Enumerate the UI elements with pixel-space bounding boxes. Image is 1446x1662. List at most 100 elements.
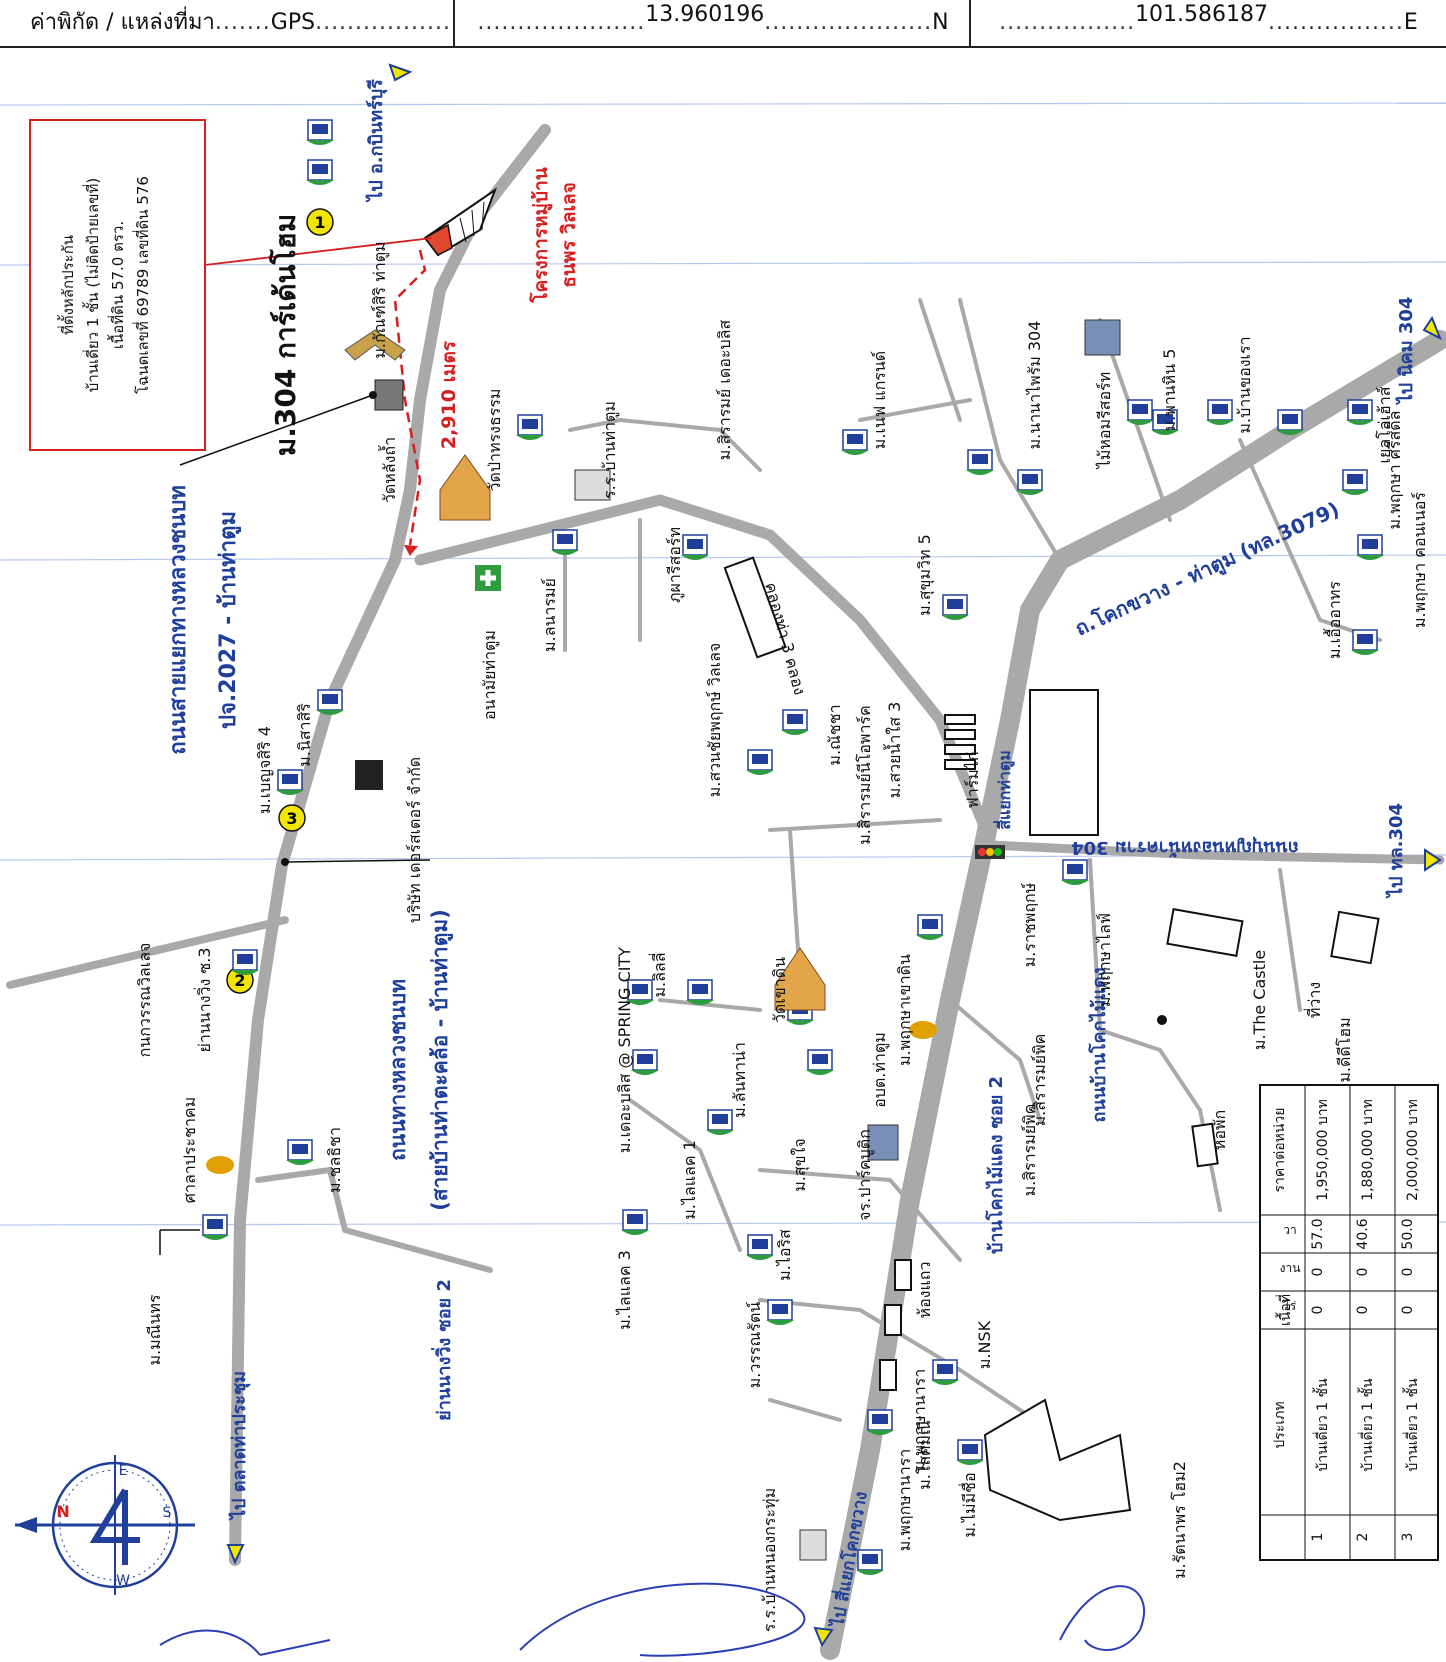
place-label: ม.นานาไพรัม 304 [1025, 321, 1044, 450]
place-label: ม.นิสาสิริ [295, 703, 314, 767]
location-map: ที่ตั้งหลักประกัน บ้านเดี่ยว 1 ชั้น (ไม่… [0, 63, 1446, 1660]
place-label: ฟาร์มไก่ [963, 751, 982, 808]
place-label: ม.พฤกษา คอนเนอร์ [1410, 492, 1429, 628]
table-header-area: เนื้อที่ [1275, 1294, 1294, 1326]
road-label-2027-2: ปจ.2027 - บ้านท่าตูม [216, 511, 242, 729]
place-label: ม.สิรารมย์นีโอพาร์ค [855, 705, 874, 844]
place-label: บริษัท เดอร์สเตอร์ จำกัด [405, 757, 424, 923]
landmarks [159, 319, 1380, 1561]
table-cell: 0 [1355, 1306, 1371, 1315]
place-label: ม.เอื้ออาทร [1323, 581, 1344, 659]
table-cell: 1,880,000 บาท [1360, 1099, 1376, 1201]
arrow-kabin-icon [388, 63, 413, 82]
callout-line [204, 237, 433, 266]
place-label: ม.สิรารมย์ เดอะบลิส [715, 320, 734, 461]
house-icon [806, 1049, 834, 1075]
place-label: ม.เนฟ แกรนด์ [870, 351, 889, 449]
house-icon [621, 1209, 649, 1235]
place-label: ม.พฤกษา ศรีสดีล [1385, 411, 1404, 530]
place-label: เยลโล่เฮ้าส์ [1375, 386, 1394, 463]
subject-callout-box [29, 119, 206, 451]
marker-3-icon [278, 804, 306, 832]
longitude-cell: .................101.586187.............… [999, 2, 1418, 35]
place-label: วัดหลังถ้ำ [378, 437, 399, 503]
temple-icon [439, 454, 491, 521]
table-header-rai: ไร่ [1283, 1299, 1297, 1313]
house-icon [306, 119, 334, 145]
park-boutique-icon [867, 1124, 899, 1161]
house-icon [916, 914, 944, 940]
place-label: วัดเขาดิน [770, 957, 789, 1023]
map-title: ม.304 การ์เด้นโฮม [268, 214, 302, 456]
sala-icon [206, 1156, 234, 1174]
table-cell: 0 [1310, 1306, 1326, 1315]
house-icon [276, 769, 304, 795]
place-label: ม.พฤกษานารา [895, 1449, 914, 1552]
house-icon [286, 1139, 314, 1165]
house-icon [941, 594, 969, 620]
house-icon [931, 1359, 959, 1385]
house-icon [746, 1234, 774, 1260]
place-label: ร.ร.บ้านท่าตูม [600, 401, 620, 499]
road-soi-2-left [255, 1167, 493, 1273]
table-cell: 50.0 [1400, 1218, 1416, 1249]
coord-label: ค่าพิกัด / แหล่งที่มา [30, 10, 215, 35]
table-cell: 40.6 [1355, 1218, 1371, 1249]
to-nikhom-label: ไป นิคม 304 [1395, 297, 1417, 406]
house-icon [516, 414, 544, 440]
place-label: ม.สุขใจ [790, 1138, 810, 1192]
compass-e: E [119, 1463, 128, 1479]
table-header-ngan: งาน [1280, 1261, 1301, 1275]
subject-plot [423, 187, 498, 257]
road-label-middle-1: ถนนทางหลวงชนบท [386, 979, 410, 1161]
route-arrowhead [404, 545, 418, 556]
direction-arrows [226, 63, 1442, 1648]
compass-rose: N E S W [15, 1455, 195, 1595]
place-label: ม.ไลแลค 3 [615, 1250, 634, 1330]
coordinate-header: ค่าพิกัด / แหล่งที่มา.......GPS.........… [0, 0, 1446, 48]
place-label: ม.ลันทาน่า [730, 1042, 749, 1118]
place-label: ม.พานหิน 5 [1160, 349, 1179, 432]
place-label: ม.เดอะบลิส @ SPRING CITY [615, 947, 634, 1153]
table-cell: 0 [1310, 1268, 1326, 1277]
subject-line-4: โฉนดเลขที่ 69789 เลขที่ดิน 576 [132, 176, 152, 394]
place-label: ม.วรรณรัตน์ [745, 1302, 764, 1389]
route-distance: 2,910 เมตร [438, 340, 460, 449]
house-icon [1206, 399, 1234, 425]
road-label-304: ถนนบุญหนองหน้าคราม 304 [1071, 836, 1299, 858]
compass-n: N [56, 1502, 69, 1521]
house-icon [201, 1214, 229, 1240]
road-304 [985, 840, 1445, 865]
house-icon [706, 1109, 734, 1135]
house-icon [766, 1299, 794, 1325]
arrow-304-icon [1424, 848, 1442, 872]
place-label: ม.The Castle [1250, 950, 1269, 1050]
house-icon [686, 979, 714, 1005]
place-label: ม.ไอริส [775, 1229, 794, 1281]
table-cell: 0 [1400, 1268, 1416, 1277]
compass-s: S [163, 1505, 172, 1521]
road-2027 [229, 124, 551, 1566]
place-label: ม.สิรารมย์พิค [1030, 1034, 1049, 1127]
place-label: ม.ลิลลี่ [648, 952, 669, 997]
place-label: ม.ณัชชา [825, 704, 844, 765]
table-cell: 1,950,000 บาท [1315, 1099, 1331, 1201]
project-label: โครงการหมู่บ้าน [529, 167, 553, 304]
place-label: อบต.ท่าตูม [870, 1032, 890, 1108]
place-label: ม.พฤกษาไลฟ์ [1095, 913, 1114, 1007]
compass-north-arrow-icon [15, 1517, 37, 1533]
school-nong-kratum-icon [799, 1529, 827, 1561]
pen-annotation [159, 1582, 1145, 1657]
place-label: ม.กัณฑ์สิริ ท่าตูม [370, 241, 390, 358]
house-icon [1356, 534, 1384, 560]
estate-gate-icon [344, 329, 406, 361]
road-label-3079: ถ.โคกขวาง - ท่าตูม (ทล.3079) [1071, 497, 1344, 643]
road-soi-3 [6, 916, 289, 989]
place-label: ม.ลนารมย์ [540, 578, 559, 652]
place-label: ม.สิรารมย์พิค [1020, 1104, 1039, 1197]
place-label: ม.NSK [975, 1320, 994, 1369]
table-cell: บ้านเดี่ยว 1 ชั้น [1357, 1378, 1376, 1472]
place-label: ม.โสศมณี [915, 1420, 934, 1490]
compass-w: W [116, 1573, 130, 1589]
